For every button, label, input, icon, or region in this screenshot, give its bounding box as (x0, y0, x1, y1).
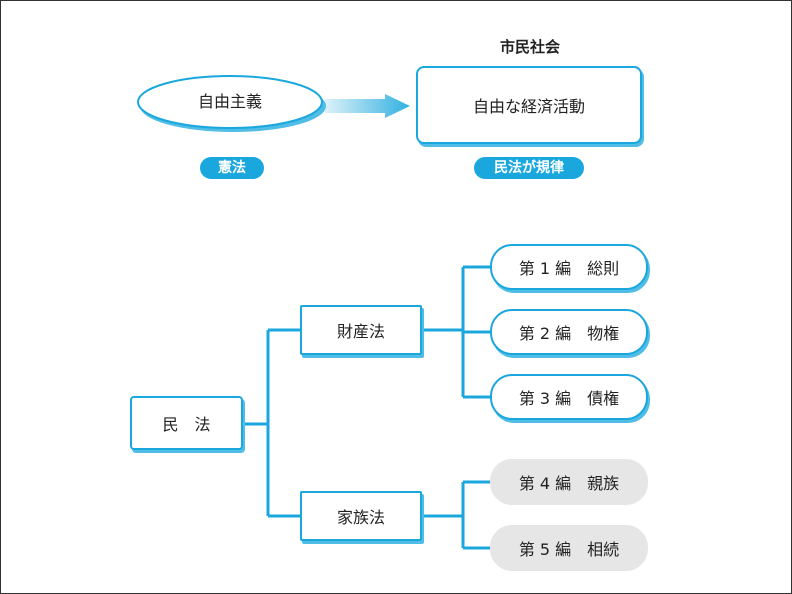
free-economy-label: 自由な経済活動 (472, 97, 585, 116)
chapter-4-label: 第 4 編 親族 (518, 474, 620, 493)
liberalism-label: 自由主義 (197, 92, 262, 111)
chapter-2-label: 第 2 編 物権 (518, 324, 620, 343)
civil-society-header: 市民社会 (499, 38, 560, 56)
civil-code-rule-label: 民法が規律 (474, 157, 584, 179)
constitution-label: 憲法 (200, 157, 264, 179)
arrow-shape (325, 94, 410, 118)
chapter-5-label: 第 5 編 相続 (518, 540, 620, 559)
family-law-label: 家族法 (336, 508, 385, 527)
property-law-box: 財産法 (300, 305, 422, 355)
civil-code-root-label: 民 法 (162, 415, 211, 434)
chapter-1-label: 第 1 編 総則 (518, 259, 620, 278)
family-law-box: 家族法 (300, 491, 422, 541)
chapter-4-box: 第 4 編 親族 (490, 459, 648, 505)
property-law-label: 財産法 (336, 322, 385, 341)
chapter-3-label: 第 3 編 債権 (518, 389, 620, 408)
chapter-1-box: 第 1 編 総則 (490, 244, 648, 290)
free-economy-box: 自由な経済活動 (416, 66, 642, 144)
civil-code-root-box: 民 法 (130, 396, 243, 450)
chapter-5-box: 第 5 編 相続 (490, 525, 648, 571)
tree-connectors (243, 265, 490, 550)
chapter-3-box: 第 3 編 債権 (490, 374, 648, 420)
liberalism-ellipse (137, 75, 323, 129)
chapter-2-box: 第 2 編 物権 (490, 309, 648, 355)
